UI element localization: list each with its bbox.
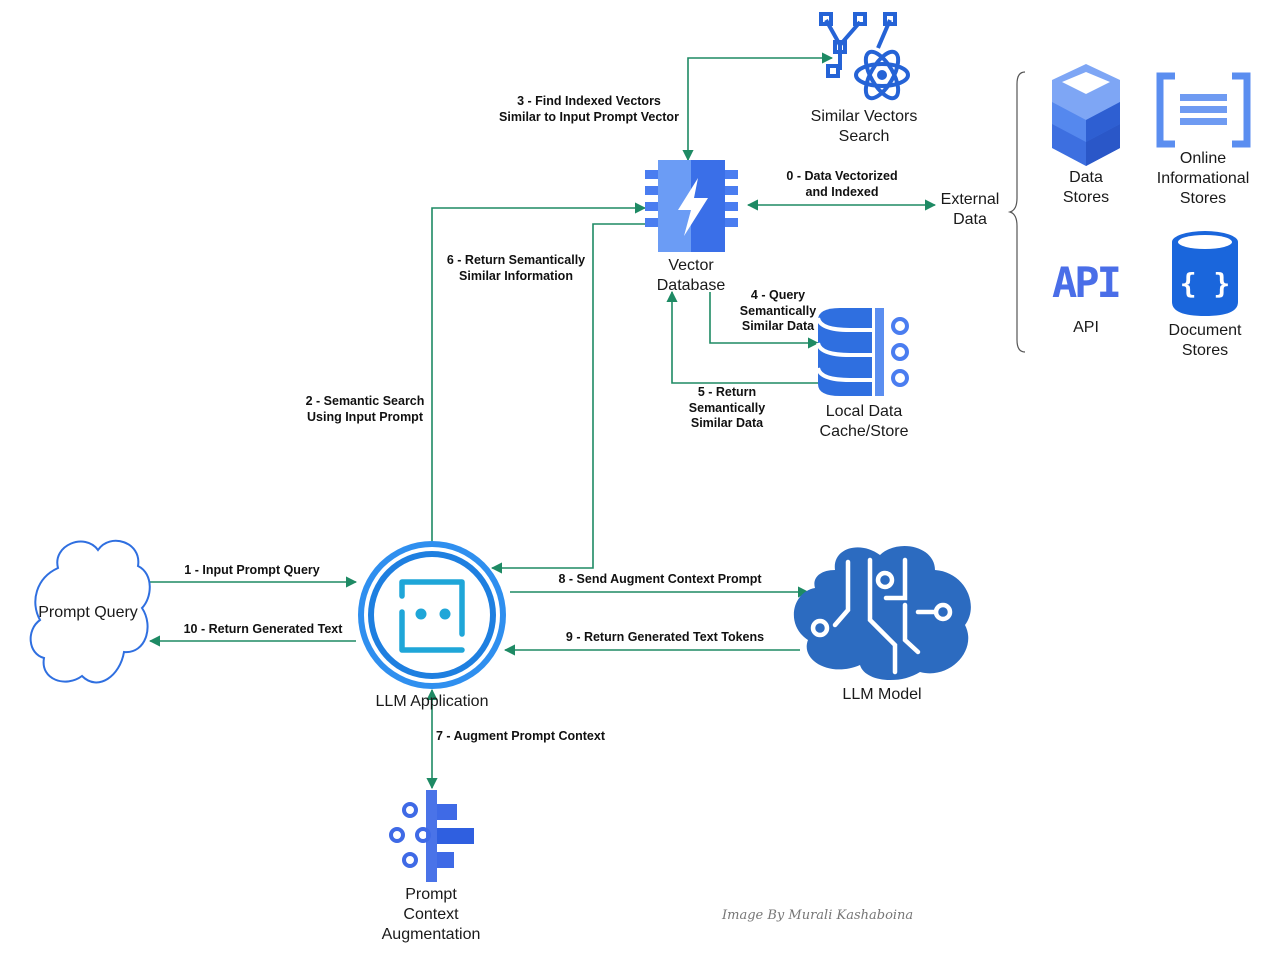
- step-6-label: 6 - Return Semantically Similar Informat…: [446, 253, 586, 283]
- document-stores-label: Document Stores: [1168, 322, 1242, 359]
- step-1-label: 1 - Input Prompt Query: [184, 563, 320, 577]
- step-8-label: 8 - Send Augment Context Prompt: [558, 572, 762, 586]
- external-data-label: External Data: [940, 191, 1000, 228]
- step-7-label: 7 - Augment Prompt Context: [436, 729, 605, 743]
- vector-database-label: Vector Database: [656, 257, 726, 294]
- step-5-label: 5 - Return Semantically Similar Data: [688, 385, 766, 430]
- api-icon: API: [1052, 258, 1122, 307]
- data-stores-label: Data Stores: [1062, 169, 1110, 206]
- external-sources-brace: [1007, 71, 1026, 353]
- step-10-label: 10 - Return Generated Text: [183, 622, 343, 636]
- connector-step-2: [431, 202, 647, 542]
- vector-database-chip-icon: [645, 160, 738, 252]
- llm-model-label: LLM Model: [842, 686, 922, 703]
- llm-application-label: LLM Application: [375, 693, 489, 710]
- local-data-cache-label: Local Data Cache/Store: [819, 403, 909, 440]
- data-stores-icon: [1052, 64, 1120, 166]
- step-0-label: 0 - Data Vectorized and Indexed: [786, 169, 898, 199]
- llm-application-icon: [358, 541, 506, 689]
- similar-vectors-search-icon: [819, 12, 910, 101]
- step-2-label: 2 - Semantic Search Using Input Prompt: [305, 394, 425, 424]
- connector-step-5: [666, 290, 818, 384]
- local-data-cache-icon: [816, 308, 909, 396]
- similar-vectors-search-label: Similar Vectors Search: [810, 108, 918, 145]
- connector-step-4: [709, 292, 820, 349]
- connector-step-3: [682, 52, 834, 162]
- step-9-label: 9 - Return Generated Text Tokens: [565, 630, 765, 644]
- step-3-label: 3 - Find Indexed Vectors Similar to Inpu…: [499, 94, 679, 124]
- llm-model-brain-icon: [793, 545, 971, 681]
- prompt-augmentation-icon: [389, 790, 474, 882]
- prompt-query-label: Prompt Query: [38, 604, 138, 621]
- document-stores-icon: [1172, 231, 1238, 316]
- step-4-label: 4 - Query Semantically Similar Data: [739, 288, 817, 333]
- prompt-query-cloud-icon: [29, 539, 151, 684]
- api-label: API: [1073, 319, 1099, 336]
- prompt-context-augmentation-label: Prompt Context Augmentation: [381, 886, 481, 943]
- image-credit: Image By Murali Kashaboina: [722, 908, 914, 923]
- online-informational-stores-icon: [1156, 72, 1251, 148]
- connector-step-6: [490, 223, 645, 574]
- document-braces-icon: { }: [1179, 267, 1231, 300]
- online-informational-stores-label: Online Informational Stores: [1156, 150, 1250, 207]
